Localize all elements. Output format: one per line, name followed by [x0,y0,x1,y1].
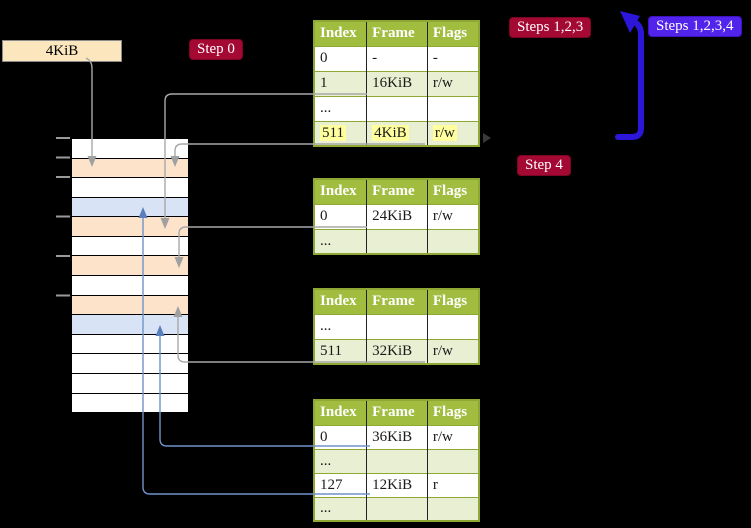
table-header-row: Index Frame Flags [314,21,479,46]
table-row: 1 16KiB r/w [314,70,479,96]
table-row: ... [314,496,479,521]
cell-index: 0 [320,50,328,66]
header-frame: Frame [366,179,428,204]
cell-index: ... [320,232,332,249]
loop-arrowhead [620,11,640,33]
table-row-highlighted: 511 4KiB r/w [314,120,479,146]
physical-memory-column [70,137,190,414]
table-row: ... [314,95,479,121]
memory-row [72,354,188,374]
table-row: ... [314,228,479,254]
page-table-level1: Index Frame Flags 0 36KiB r/w ... 127 12… [313,399,480,522]
cell-index: 1 [320,75,328,91]
badge-step-0: Step 0 [189,39,243,60]
memory-row [72,217,188,237]
table-header-row: Index Frame Flags [314,400,479,425]
cell-frame: - [372,50,378,66]
badge-step-4: Step 4 [517,155,571,176]
loop-arrow [615,11,644,140]
cell-index: 127 [320,476,343,493]
memory-row [72,295,188,316]
page-table-level4: Index Frame Flags 0 - - 1 16KiB r/w ... … [313,20,480,147]
memory-row [72,158,188,179]
memory-row [72,197,188,218]
cell-flags: r [432,476,438,493]
table-row: 127 12KiB r [314,472,479,497]
header-index: Index [314,21,368,46]
cell-index: ... [320,100,332,116]
cell-flags: - [432,50,438,66]
table-row: 0 - - [314,45,479,71]
header-flags: Flags [427,289,479,314]
cell-frame: 4KiB [372,124,409,141]
memory-row [72,256,188,277]
cell-frame: 24KiB [372,208,413,224]
cell-flags: r/w [432,124,457,141]
table-header-row: Index Frame Flags [314,179,479,204]
cell-index: ... [320,500,332,517]
table-row: 0 24KiB r/w [314,203,479,229]
memory-row [72,139,188,159]
cell-index: 511 [320,342,342,359]
memory-row [72,393,188,413]
cell-index: 0 [320,428,328,445]
header-frame: Frame [366,289,428,314]
cell-index: 0 [320,208,328,224]
table-header-row: Index Frame Flags [314,289,479,314]
header-index: Index [314,179,368,204]
cell-flags: r/w [432,428,453,445]
memory-row [72,334,188,355]
header-index: Index [314,400,368,425]
memory-row [72,276,188,296]
cell-index: ... [320,452,332,469]
badge-steps-123: Steps 1,2,3 [509,17,592,38]
header-frame: Frame [366,400,428,425]
page-table-level3: Index Frame Flags 0 24KiB r/w ... [313,178,480,255]
cell-index: ... [320,318,332,334]
frame-size-label: 4KiB [2,40,122,62]
cell-flags: r/w [432,208,453,224]
badge-steps-1234: Steps 1,2,3,4 [648,16,742,37]
header-flags: Flags [427,21,479,46]
header-index: Index [314,289,368,314]
cell-frame: 12KiB [372,476,413,493]
recursive-entry-marker [483,133,491,143]
page-table-level2: Index Frame Flags ... 511 32KiB r/w [313,288,480,365]
table-row: 511 32KiB r/w [314,338,479,364]
table-row: ... [314,313,479,339]
header-flags: Flags [427,179,479,204]
memory-row [72,178,188,198]
header-frame: Frame [366,21,428,46]
cell-frame: 16KiB [372,75,413,91]
memory-row [72,236,188,257]
cell-index: 511 [320,124,346,141]
table-row: ... [314,448,479,473]
memory-row [72,315,188,335]
table-row: 0 36KiB r/w [314,424,479,449]
memory-row [72,373,188,394]
cell-frame: 36KiB [372,428,413,445]
cell-frame: 32KiB [372,342,413,359]
header-flags: Flags [427,400,479,425]
address-tick-marks [56,137,70,297]
cell-flags: r/w [432,342,453,359]
cell-flags: r/w [432,75,453,91]
